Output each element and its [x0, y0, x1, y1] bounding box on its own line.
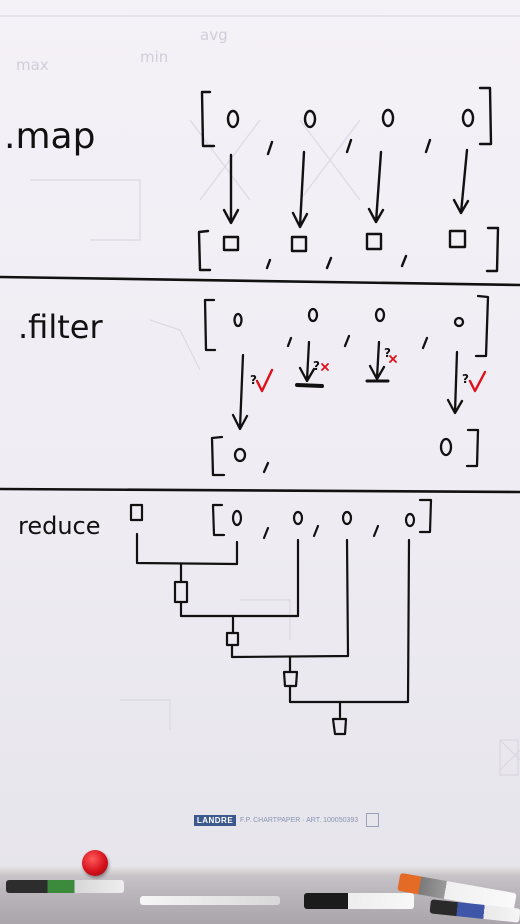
- filter-output-close-bracket: [465, 428, 480, 468]
- reduce-input-element-4: [404, 512, 416, 528]
- faint-note-max: max: [16, 56, 49, 74]
- filter-cross-2: [321, 363, 329, 371]
- green-marker[interactable]: [6, 880, 124, 893]
- filter-arrow-4: [446, 350, 464, 415]
- flipchart-product-text: F.P. CHARTPAPER · ART. 100050393: [240, 817, 359, 824]
- map-input-element-4: [461, 108, 475, 128]
- filter-arrow-1: [231, 353, 249, 431]
- filter-question-1: ?: [250, 373, 257, 387]
- map-input-element-3: [381, 108, 395, 128]
- reduce-input-open-bracket: [211, 503, 226, 537]
- reduce-diagram: [129, 498, 433, 736]
- reduce-step-2: [179, 538, 300, 618]
- map-arrow-1: [222, 153, 240, 225]
- reduce-accumulator-2: [225, 631, 240, 647]
- reduce-accumulator-1: [173, 580, 189, 604]
- section-divider-2: [0, 487, 520, 494]
- flipchart-paper: [0, 0, 520, 870]
- filter-input-open-bracket: [203, 298, 217, 352]
- filter-question-2: ?: [313, 359, 320, 373]
- filter-input-element-4: [453, 316, 465, 328]
- filter-input-element-1: [233, 312, 243, 328]
- red-magnet[interactable]: [82, 850, 108, 876]
- filter-question-3: ?: [384, 346, 391, 360]
- reduce-input-close-bracket: [418, 498, 433, 534]
- map-output-element-3: [365, 232, 383, 251]
- filter-input-element-2: [307, 307, 319, 323]
- filter-check-4: [468, 370, 487, 393]
- filter-check-1: [255, 368, 274, 393]
- map-diagram: [197, 86, 500, 273]
- flipchart-brand-logo: LANDRE: [194, 815, 236, 826]
- filter-input-element-3: [374, 307, 386, 323]
- map-output-open-bracket: [197, 229, 212, 272]
- map-input-element-2: [303, 109, 317, 129]
- reduce-input-element-1: [231, 509, 243, 527]
- faint-note-min: min: [140, 48, 168, 66]
- map-arrow-3: [367, 150, 385, 224]
- map-input-element-1: [226, 109, 240, 129]
- filter-input-close-bracket: [474, 294, 490, 358]
- filter-output-element-2: [439, 437, 453, 457]
- map-arrow-4: [452, 148, 470, 215]
- filter-arrow-3: [368, 340, 386, 381]
- filter-diagram: [203, 294, 490, 477]
- filter-arrow-2: [298, 340, 316, 383]
- map-input-close-bracket: [478, 86, 493, 146]
- reduce-label: reduce: [18, 512, 101, 540]
- reduce-accumulator-3: [282, 670, 299, 688]
- map-output-element-2: [290, 235, 308, 253]
- marker-tray-lip: [0, 866, 520, 876]
- map-arrow-2: [291, 150, 309, 229]
- black-marker[interactable]: [304, 893, 414, 909]
- reduce-step-1: [135, 532, 239, 566]
- section-divider-1: [0, 275, 520, 287]
- filter-output-element-1: [233, 447, 247, 463]
- reduce-initial-value: [129, 503, 144, 522]
- white-marker[interactable]: [140, 896, 280, 905]
- reduce-step-4: [288, 538, 411, 704]
- filter-reject-bar-2: [295, 383, 324, 388]
- map-output-element-4: [448, 229, 467, 249]
- reduce-input-element-3: [341, 510, 353, 526]
- map-input-open-bracket: [200, 90, 216, 148]
- map-output-close-bracket: [485, 226, 500, 273]
- reduce-input-element-2: [292, 510, 304, 526]
- filter-cross-3: [389, 355, 397, 363]
- filter-output-open-bracket: [210, 435, 226, 477]
- map-label: .map: [4, 116, 95, 157]
- recycle-icon: [366, 813, 379, 827]
- faint-note-avg: avg: [200, 26, 228, 44]
- map-output-element-1: [222, 235, 240, 252]
- filter-label: .filter: [18, 308, 103, 346]
- reduce-final-result: [331, 717, 348, 736]
- filter-question-4: ?: [462, 372, 469, 386]
